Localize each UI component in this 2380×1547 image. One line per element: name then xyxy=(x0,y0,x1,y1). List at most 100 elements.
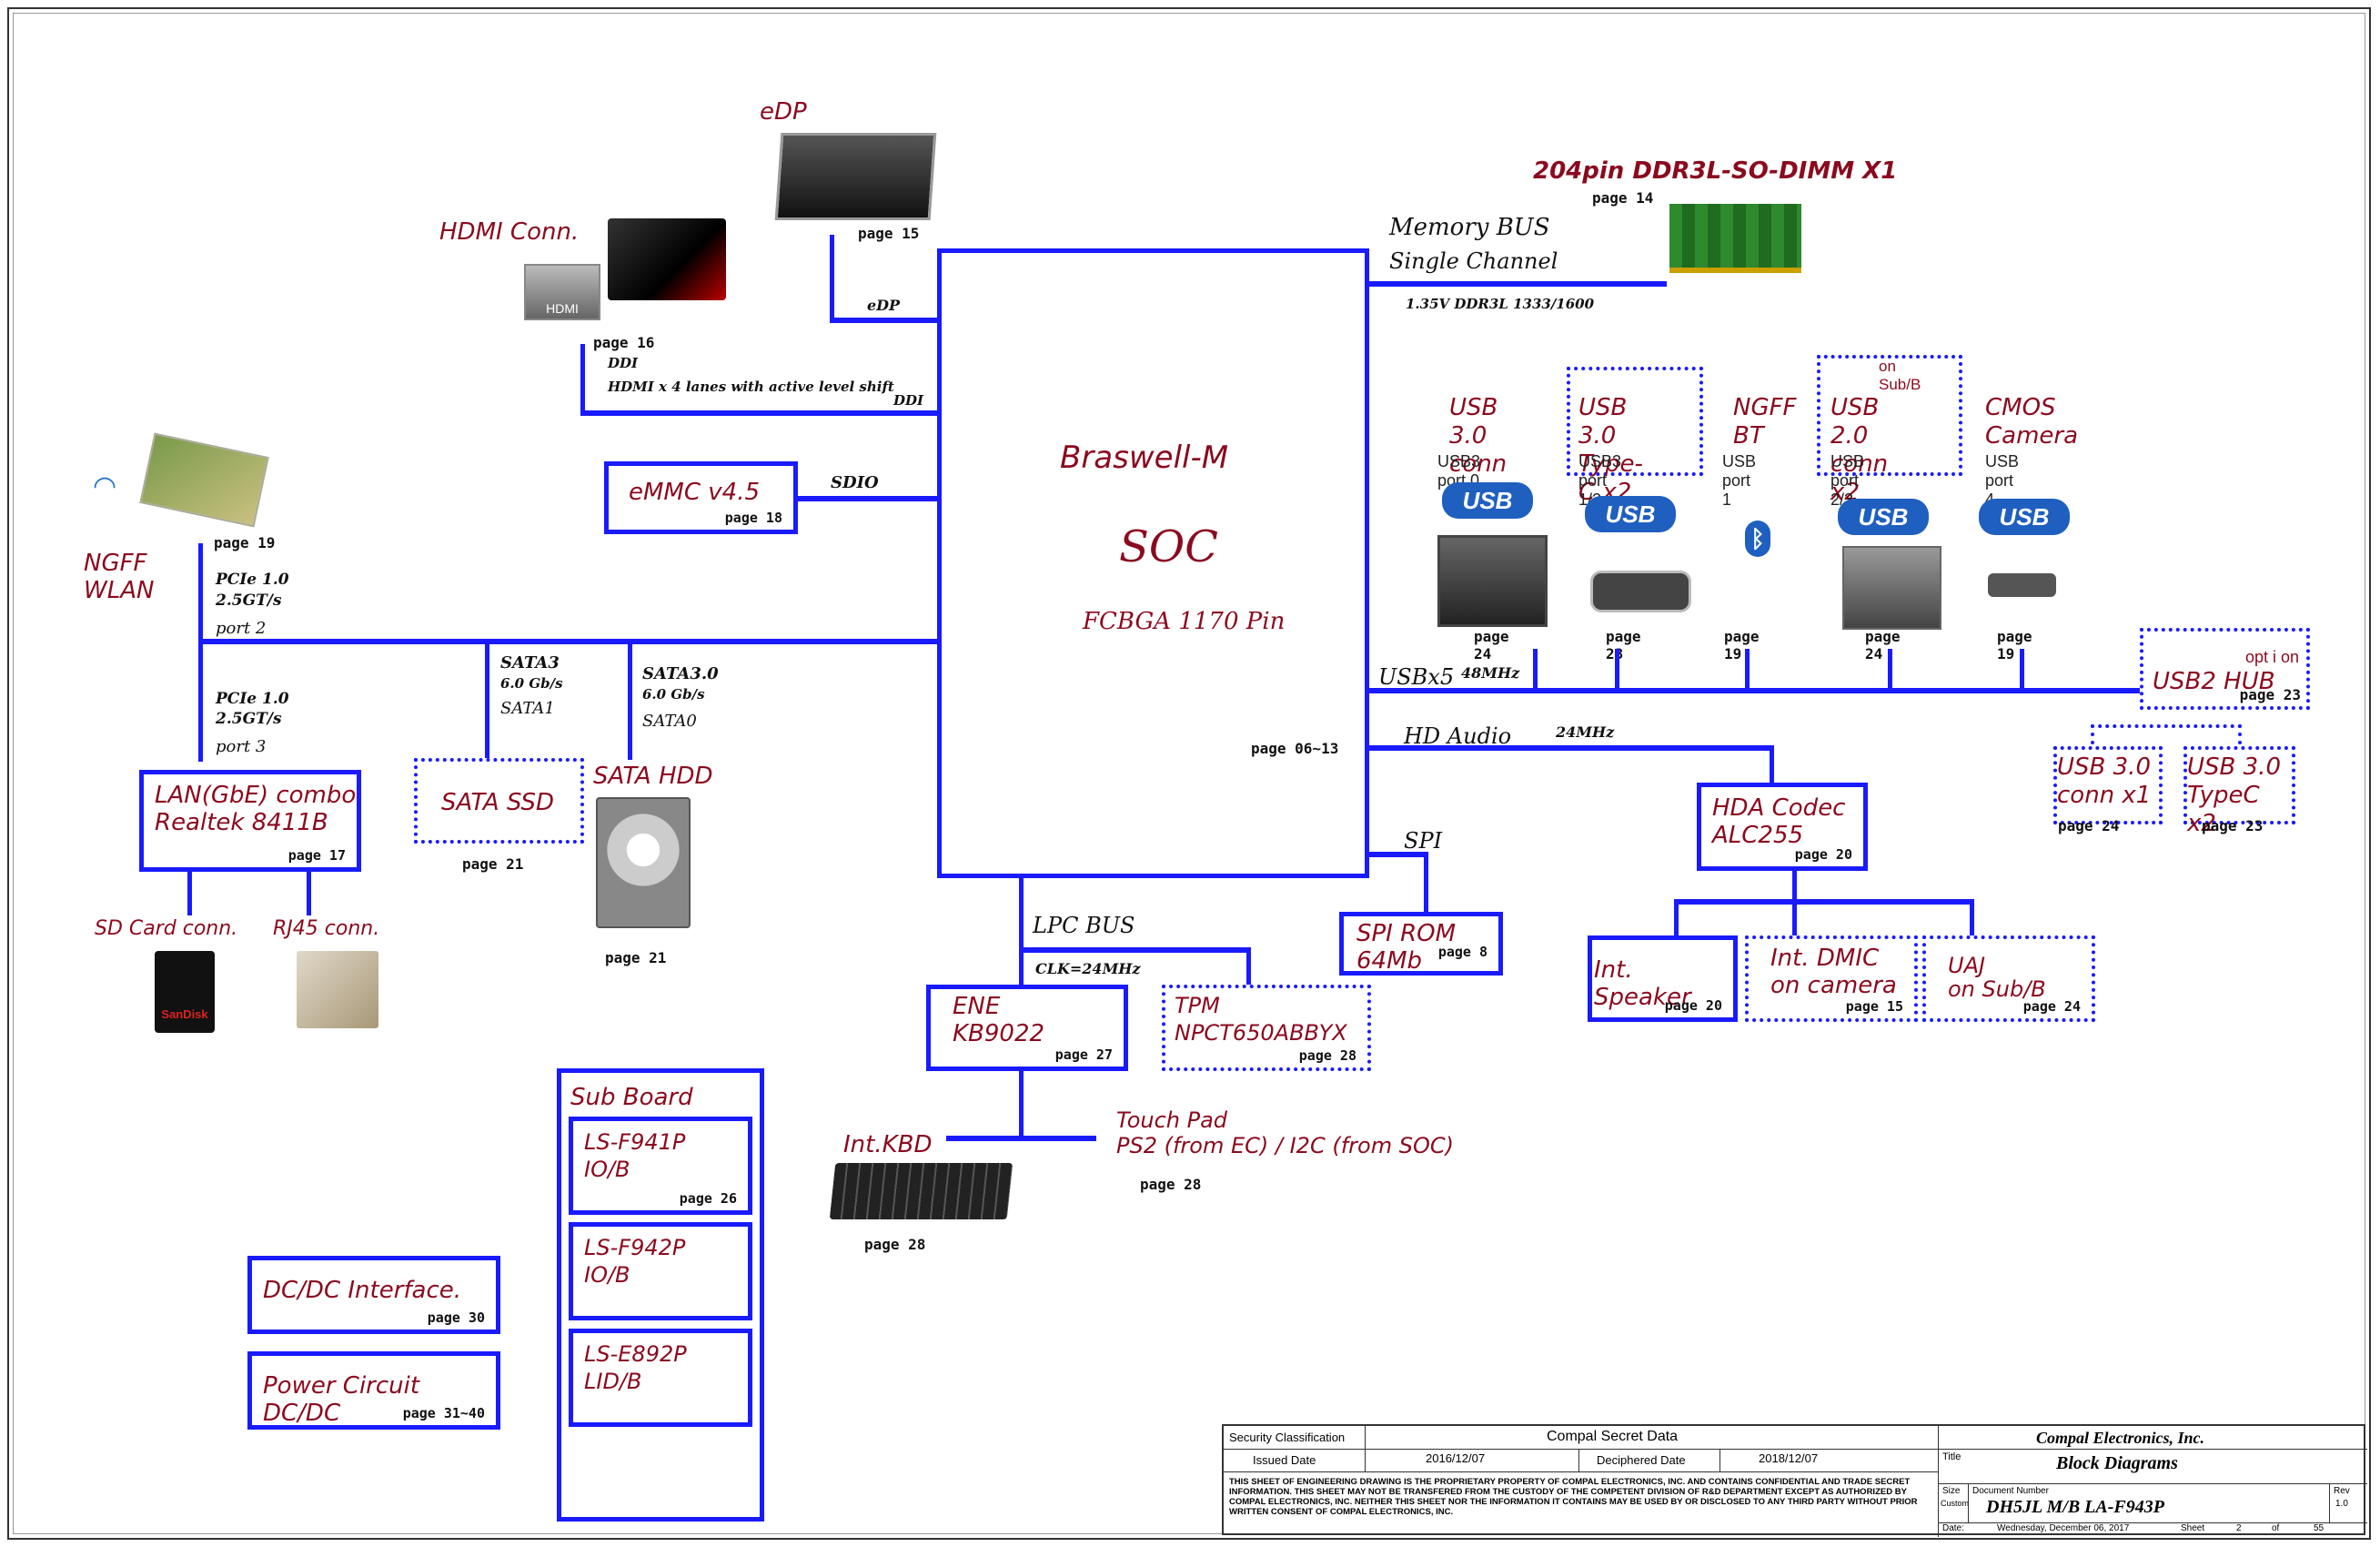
emmc-page: page 18 xyxy=(724,510,782,526)
audio-drop xyxy=(1770,745,1774,784)
usb-block-4-page: page 19 xyxy=(1997,628,2032,662)
hdd-bus2: 6.0 Gb/s xyxy=(642,686,705,703)
lan-bus2: 2.5GT/s xyxy=(216,710,282,728)
soc-name: SOC xyxy=(1119,521,1218,572)
hub-child-0-box: USB 3.0 conn x1 xyxy=(2053,746,2163,824)
hdmi-bus2: HDMI x 4 lanes with active level shift xyxy=(608,379,894,395)
camera-image xyxy=(1988,573,2056,597)
usb-block-1-logo: USB xyxy=(1585,496,1676,532)
power-box: Power Circuit DC/DC page 31~40 xyxy=(247,1351,500,1430)
usb-block-1-image xyxy=(1590,571,1691,612)
tb-sec-value: Compal Secret Data xyxy=(1547,1429,1679,1444)
tb-of: 55 xyxy=(2314,1523,2325,1533)
dmic-label: Int. DMIC on camera xyxy=(1770,945,1897,999)
usb-block-3-sub: USB port 2/3 xyxy=(1830,452,1865,509)
tb-rev-label: Rev xyxy=(2334,1486,2350,1496)
kbd-drop xyxy=(1019,1071,1024,1138)
emmc-label: eMMC v4.5 xyxy=(629,479,761,506)
memory-bus-label: Memory BUS xyxy=(1389,214,1550,241)
usb-block-4-logo: USB xyxy=(1979,499,2070,535)
kbd-page: page 28 xyxy=(864,1236,926,1253)
tb-doc-label: Document Number xyxy=(1972,1486,2049,1496)
touchpad-page: page 28 xyxy=(1140,1176,1202,1193)
edp-page: page 15 xyxy=(858,225,920,242)
memory-bus-wire xyxy=(1369,281,1667,287)
hub-child-0-page: page 24 xyxy=(2058,817,2120,834)
usb-drop-1 xyxy=(1615,649,1619,690)
codec-drop-1 xyxy=(1792,899,1797,937)
hub-child-0-label: USB 3.0 conn x1 xyxy=(2057,753,2152,809)
emmc-wire xyxy=(798,496,939,501)
tb-custom: Custom xyxy=(1941,1499,1970,1508)
usb-block-2-title: NGFF BT xyxy=(1733,394,1797,450)
tb-sheet-label: Sheet xyxy=(2181,1523,2205,1533)
memory-page: page 14 xyxy=(1592,189,1654,207)
hdd-bus1: SATA3.0 xyxy=(642,664,719,683)
sd-label: SD Card conn. xyxy=(95,917,238,940)
codec-drop-2 xyxy=(1970,899,1974,937)
usb-block-2-sub: USB port 1 xyxy=(1722,452,1757,509)
sub-item-1-label: LS-F942P IO/B xyxy=(584,1235,686,1288)
lpc-wire-v xyxy=(1019,878,1024,989)
power-label: Power Circuit DC/DC xyxy=(263,1372,420,1427)
keyboard-image xyxy=(829,1163,1014,1219)
uaj-box: UAJ on Sub/B page 24 xyxy=(1922,935,2095,1022)
edp-bus-label: eDP xyxy=(867,297,901,314)
touchpad-label: Touch Pad PS2 (from EC) / I2C (from SOC) xyxy=(1116,1107,1454,1158)
tpm-page: page 28 xyxy=(1298,1047,1356,1064)
memory-spec: 1.35V DDR3L 1333/1600 xyxy=(1406,296,1595,312)
speaker-box: Int. Speaker page 20 xyxy=(1588,935,1738,1022)
edp-wire-v xyxy=(830,235,834,321)
usb-drop-3 xyxy=(1888,649,1892,690)
lan-box: LAN(GbE) combo Realtek 8411B page 17 xyxy=(139,770,361,872)
hdmi-connector-image: HDMI xyxy=(524,264,600,320)
hdmi-bus1: DDI xyxy=(608,355,639,371)
sd-card-image: SanDisk xyxy=(155,951,215,1033)
spi-drop xyxy=(1424,852,1428,914)
dcdc-box: DC/DC Interface. page 30 xyxy=(247,1256,500,1334)
hdmi-bus3: DDI xyxy=(893,392,924,409)
soc-box: Braswell-M SOC FCBGA 1170 Pin page 06~13 xyxy=(937,248,1369,878)
lan-page: page 17 xyxy=(287,847,346,864)
hdd-wire xyxy=(628,639,632,760)
tb-deciphered-label: Deciphered Date xyxy=(1597,1453,1686,1467)
audio-bus-clk: 24MHz xyxy=(1556,723,1615,741)
tb-rev: 1.0 xyxy=(2335,1499,2348,1509)
sata-hdd-label: SATA HDD xyxy=(593,763,713,790)
ssd-bus2: 6.0 Gb/s xyxy=(500,675,563,692)
audio-bus-wire xyxy=(1369,745,1774,751)
ssd-bus3: SATA1 xyxy=(500,699,555,718)
kbd-label: Int.KBD xyxy=(843,1131,933,1158)
usb-bus-wire xyxy=(1369,688,2144,693)
sub-item-0-page: page 26 xyxy=(679,1190,737,1207)
lpc-wire-h xyxy=(1019,947,1251,953)
tb-title: Block Diagrams xyxy=(2056,1453,2178,1473)
usb-bus-clk: 48MHz xyxy=(1461,664,1520,682)
sata-ssd-box: SATA SSD xyxy=(414,758,584,844)
soc-brand: Braswell-M xyxy=(1060,440,1229,476)
sub-item-0-box: LS-F941P IO/B page 26 xyxy=(569,1117,752,1215)
tb-notice: THIS SHEET OF ENGINEERING DRAWING IS THE… xyxy=(1229,1477,1918,1517)
dmic-box: Int. DMIC on camera page 15 xyxy=(1745,935,1918,1022)
usb-hub-page: page 23 xyxy=(2239,686,2301,703)
lan-label: LAN(GbE) combo Realtek 8411B xyxy=(155,782,357,836)
usb-block-2-page: page 19 xyxy=(1724,628,1760,662)
codec-drop xyxy=(1792,871,1797,903)
pcie-sata-bus-wire xyxy=(198,639,939,644)
emmc-bus: SDIO xyxy=(831,473,879,492)
hdmi-tv-image xyxy=(608,218,726,300)
power-page: page 31~40 xyxy=(402,1405,485,1421)
hdmi-page: page 16 xyxy=(593,334,655,351)
soc-package: FCBGA 1170 Pin xyxy=(1083,608,1286,635)
ssd-wire xyxy=(485,639,489,760)
usb-bus-label: USBx5 xyxy=(1378,664,1455,690)
spi-bus-wire xyxy=(1369,852,1428,857)
spi-rom-page: page 8 xyxy=(1437,944,1488,960)
hub-child-1-label: USB 3.0 TypeC x2 xyxy=(2187,753,2281,837)
ene-page: page 27 xyxy=(1054,1046,1113,1063)
sd-card-brand: SanDisk xyxy=(161,1007,208,1021)
codec-drop-0 xyxy=(1674,899,1679,937)
usb-block-1-box xyxy=(1567,367,1703,476)
sata-ssd-label: SATA SSD xyxy=(441,789,555,816)
wlan-bus1: PCIe 1.0 xyxy=(216,571,289,589)
